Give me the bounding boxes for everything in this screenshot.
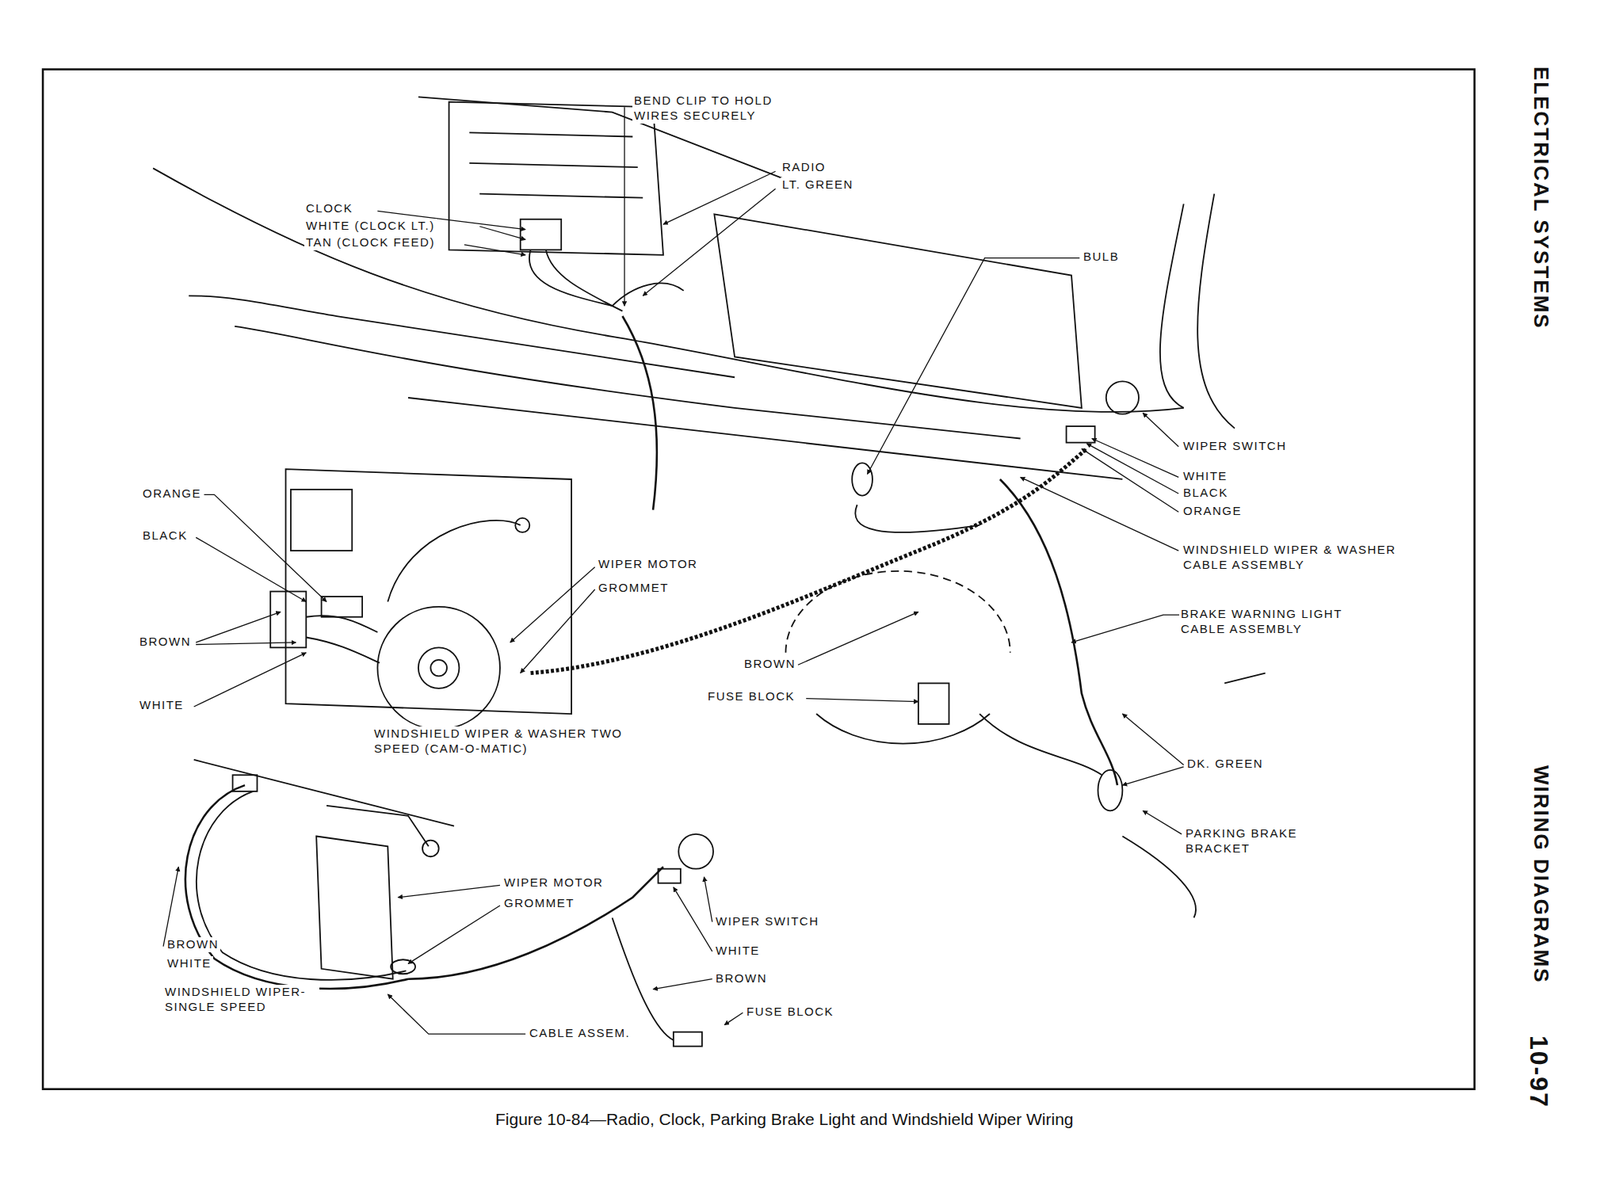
part-label: BLACK — [141, 528, 190, 544]
part-label: BROWN — [742, 656, 798, 673]
part-label: BROWN — [137, 634, 193, 650]
part-label: FUSE BLOCK — [706, 689, 797, 705]
part-label: ORANGE — [141, 486, 203, 502]
part-label: BULB — [1081, 249, 1121, 265]
part-label: WIPER MOTOR — [596, 557, 699, 573]
part-label: WINDSHIELD WIPER & WASHER CABLE ASSEMBLY — [1181, 542, 1415, 573]
page-header: ELECTRICAL SYSTEMS — [1528, 66, 1554, 330]
part-label: WIPER MOTOR — [502, 875, 605, 891]
page-header: 10-97 — [1523, 1035, 1554, 1109]
part-label: WIPER SWITCH — [1181, 439, 1289, 455]
part-label: CABLE ASSEM. — [527, 1026, 632, 1042]
part-label: WINDSHIELD WIPER & WASHER TWO SPEED (CAM… — [372, 726, 626, 757]
part-label: WHITE — [165, 956, 214, 972]
part-label: DK. GREEN — [1185, 756, 1265, 772]
part-label: BRAKE WARNING LIGHT CABLE ASSEMBLY — [1179, 607, 1377, 638]
part-label: BROWN — [714, 971, 769, 987]
part-label: WINDSHIELD WIPER- SINGLE SPEED — [163, 985, 320, 1016]
part-label: RADIO — [780, 160, 828, 176]
part-label: WHITE — [1181, 469, 1230, 485]
part-label: BEND CLIP TO HOLD WIRES SECURELY — [632, 93, 789, 124]
part-label: WHITE — [714, 943, 762, 959]
figure-caption: Figure 10-84—Radio, Clock, Parking Brake… — [495, 1110, 1074, 1130]
part-label: GROMMET — [596, 580, 671, 596]
part-label: TAN (CLOCK FEED) — [304, 235, 437, 251]
part-label: BLACK — [1181, 485, 1230, 501]
part-label: FUSE BLOCK — [744, 1004, 836, 1020]
part-label: LT. GREEN — [780, 177, 856, 193]
part-label: PARKING BRAKE BRACKET — [1183, 826, 1315, 857]
page-header: WIRING DIAGRAMS — [1528, 765, 1554, 985]
part-label: CLOCK — [304, 201, 355, 217]
part-label: WHITE — [137, 698, 186, 714]
part-label: ORANGE — [1181, 504, 1244, 520]
part-label: WHITE (CLOCK LT.) — [304, 218, 437, 234]
part-label: WIPER SWITCH — [714, 914, 822, 930]
part-label: BROWN — [165, 937, 221, 953]
part-label: GROMMET — [502, 896, 577, 912]
